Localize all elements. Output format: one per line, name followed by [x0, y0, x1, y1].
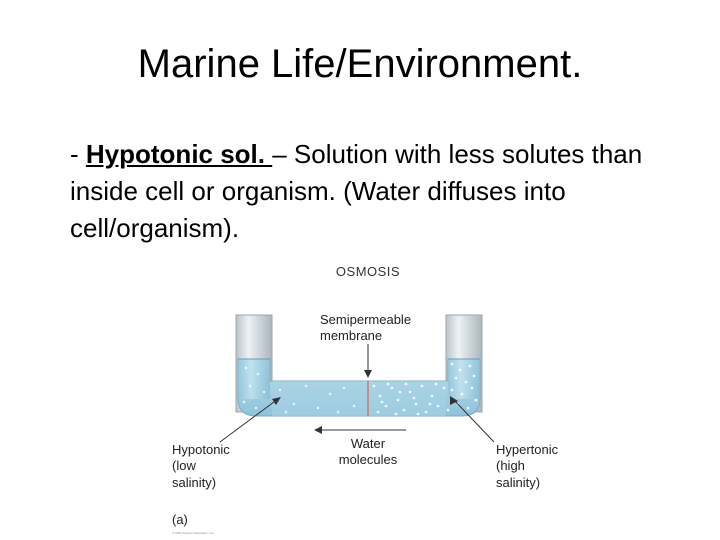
water: [237, 358, 481, 417]
membrane-label-line1: Semipermeable: [320, 312, 411, 327]
bullet-definition: – Solution with less solutes than inside…: [70, 139, 643, 243]
bullet-text: - Hypotonic sol. – Solution with less so…: [70, 136, 670, 247]
hypotonic-arrow: [219, 398, 279, 443]
bullet-prefix: -: [70, 139, 86, 169]
panel-label: (a): [172, 512, 188, 527]
hypotonic-label-line3: salinity): [172, 475, 216, 490]
hypertonic-label-line1: Hypertonic: [496, 442, 559, 457]
water-label-line2: molecules: [339, 452, 398, 467]
hypotonic-label-line2: (low: [172, 458, 196, 473]
hypertonic-label-line3: salinity): [496, 475, 540, 490]
hypertonic-label-line2: (high: [496, 458, 525, 473]
copyright: © 2011 Pearson Education, Inc.: [172, 531, 214, 535]
diagram-title: OSMOSIS: [336, 264, 400, 279]
membrane-label-line2: membrane: [320, 328, 382, 343]
hypotonic-label-line1: Hypotonic: [172, 442, 230, 457]
water-label-line1: Water: [351, 436, 386, 451]
solute-dots-right: [372, 362, 478, 416]
hypertonic-arrow: [452, 398, 495, 443]
osmosis-diagram: OSMOSIS Semipermeable: [172, 264, 559, 535]
term-hypotonic: Hypotonic sol.: [85, 139, 273, 169]
slide-title: Marine Life/Environment.: [137, 42, 583, 86]
solute-dots-left: [242, 366, 356, 414]
